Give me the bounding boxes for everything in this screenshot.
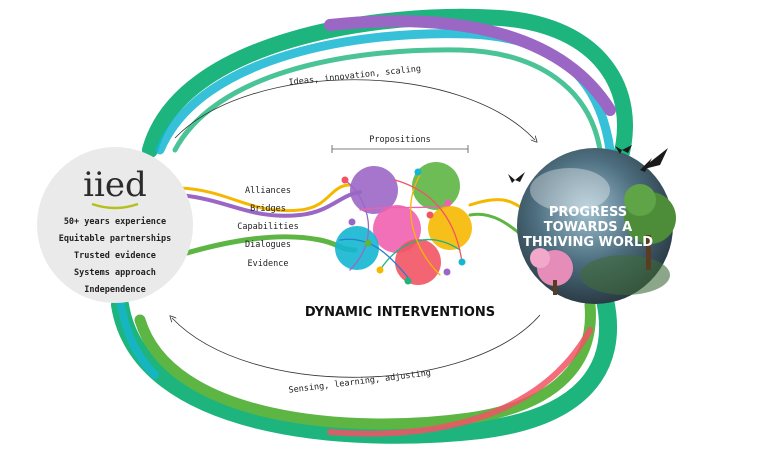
left-list-item: Equitable partnerships [59, 233, 172, 244]
loop-stroke-green-inner [172, 47, 603, 153]
stream-label-dialogues: Dialogues [245, 240, 291, 250]
bubble-cyan [335, 226, 379, 270]
loop-stroke-green-outer [142, 8, 633, 168]
loop-stroke-bottom-green [111, 291, 618, 444]
bubble-red [395, 239, 441, 285]
top-feedback-arc [174, 79, 535, 140]
globe-line-2: TOWARDS A [544, 220, 633, 235]
globe-line-3: THRIVING WORLD [523, 235, 653, 250]
loop-stroke-bottom-cyan [116, 296, 159, 379]
bubble-purple [350, 166, 398, 214]
loop-stroke-purple [324, 15, 616, 116]
thriving-world-globe: PROGRESS TOWARDS A THRIVING WORLD [517, 148, 676, 304]
stream-label-alliances: Alliances [245, 186, 291, 196]
bottom-feedback-arc [172, 314, 541, 378]
loop-stroke-bottom-red [327, 327, 593, 437]
iied-logo-accent [91, 202, 139, 210]
left-list-item: Independence [84, 285, 145, 295]
bubble-green [412, 162, 460, 210]
propositions-label: Propositions [369, 135, 430, 145]
left-list-item: 50+ years experience [64, 216, 166, 227]
loop-brush-strokes [111, 8, 633, 444]
bubble-yellow [428, 206, 472, 250]
stream-label-capabilities: Capabilities [237, 222, 298, 232]
left-list-item: Trusted evidence [74, 250, 156, 261]
stream-label-evidence: Evidence [248, 259, 289, 269]
stream-label-bridges: Bridges [250, 204, 286, 214]
birds-icon [508, 145, 668, 183]
iied-circle: iied 50+ years experience Equitable part… [37, 147, 193, 303]
propositions-bracket: Propositions [331, 135, 469, 153]
bottom-arc-label: Sensing, learning, adjusting [288, 368, 431, 395]
iied-circle-bg [37, 147, 193, 303]
center-title: DYNAMIC INTERVENTIONS [305, 305, 495, 320]
globe-line-1: PROGRESS [549, 205, 627, 220]
iied-logo: iied [83, 165, 147, 205]
loop-stroke-bottom-lime [134, 299, 596, 430]
left-list-item: Systems approach [74, 268, 156, 278]
interventions-cluster [335, 162, 472, 285]
